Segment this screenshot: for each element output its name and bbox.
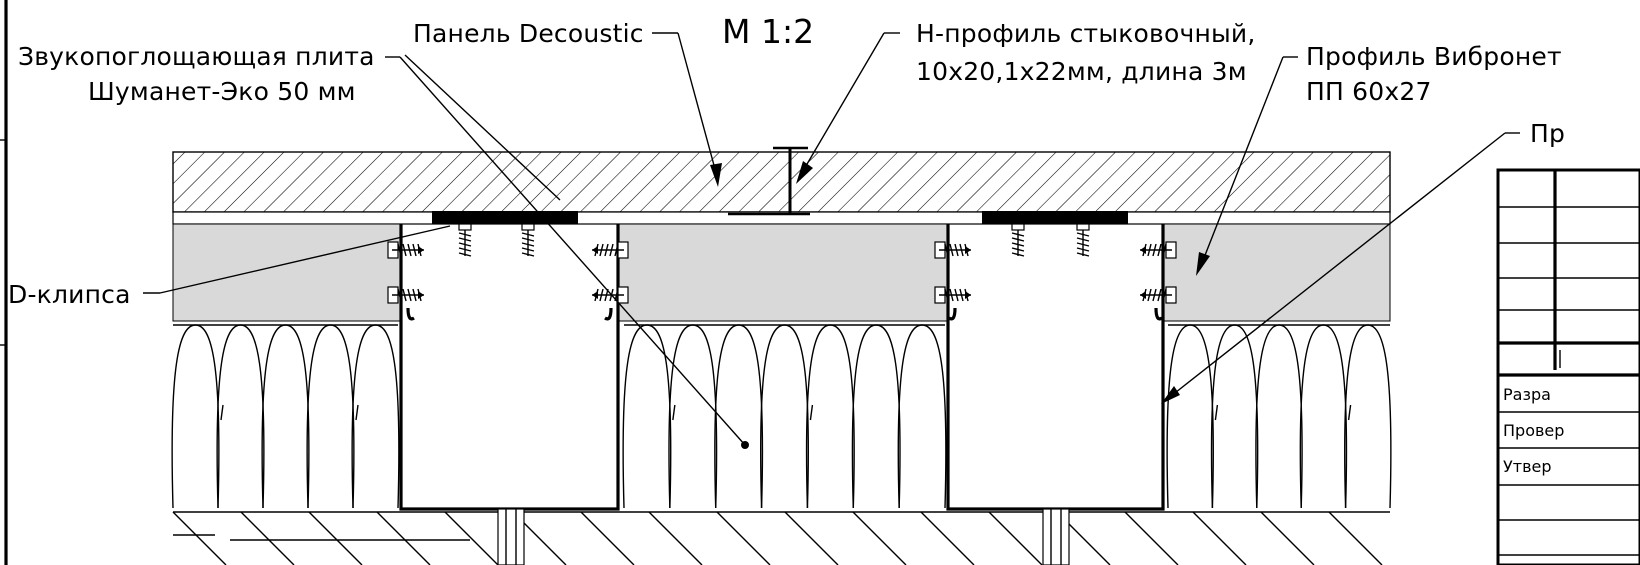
vibronet-profile-right bbox=[946, 211, 1165, 565]
base-structure bbox=[172, 511, 1390, 565]
label-vibronet-line1: Профиль Вибронет bbox=[1306, 42, 1562, 71]
h-profile bbox=[728, 146, 810, 216]
insulation-mineral-wool bbox=[171, 324, 1392, 509]
title-block: Разра Провер Утвер bbox=[1496, 168, 1640, 565]
screws bbox=[387, 223, 1177, 304]
label-d-clip: D-клипса bbox=[8, 280, 131, 309]
title-row-checked: Провер bbox=[1503, 421, 1564, 440]
scale-label: М 1:2 bbox=[722, 12, 814, 51]
leader-lines bbox=[143, 32, 1520, 541]
label-pr-cut: Пр bbox=[1530, 119, 1565, 148]
title-row-approved: Утвер bbox=[1503, 457, 1552, 476]
vibronet-profile-left bbox=[399, 211, 620, 565]
label-panel: Панель Decoustic bbox=[413, 19, 644, 48]
label-h-profile-line2: 10х20,1х22мм, длина 3м bbox=[916, 57, 1247, 86]
gray-damping-layer bbox=[172, 223, 1391, 322]
label-sound-plate-line1: Звукопоглощающая плита bbox=[18, 42, 375, 71]
label-sound-plate-line2: Шуманет-Эко 50 мм bbox=[88, 77, 356, 106]
decoustic-panel bbox=[172, 151, 1391, 213]
title-row-developer: Разра bbox=[1503, 385, 1551, 404]
label-vibronet-line2: ПП 60х27 bbox=[1306, 77, 1432, 106]
label-h-profile-line1: Н-профиль стыковочный, bbox=[916, 19, 1256, 48]
